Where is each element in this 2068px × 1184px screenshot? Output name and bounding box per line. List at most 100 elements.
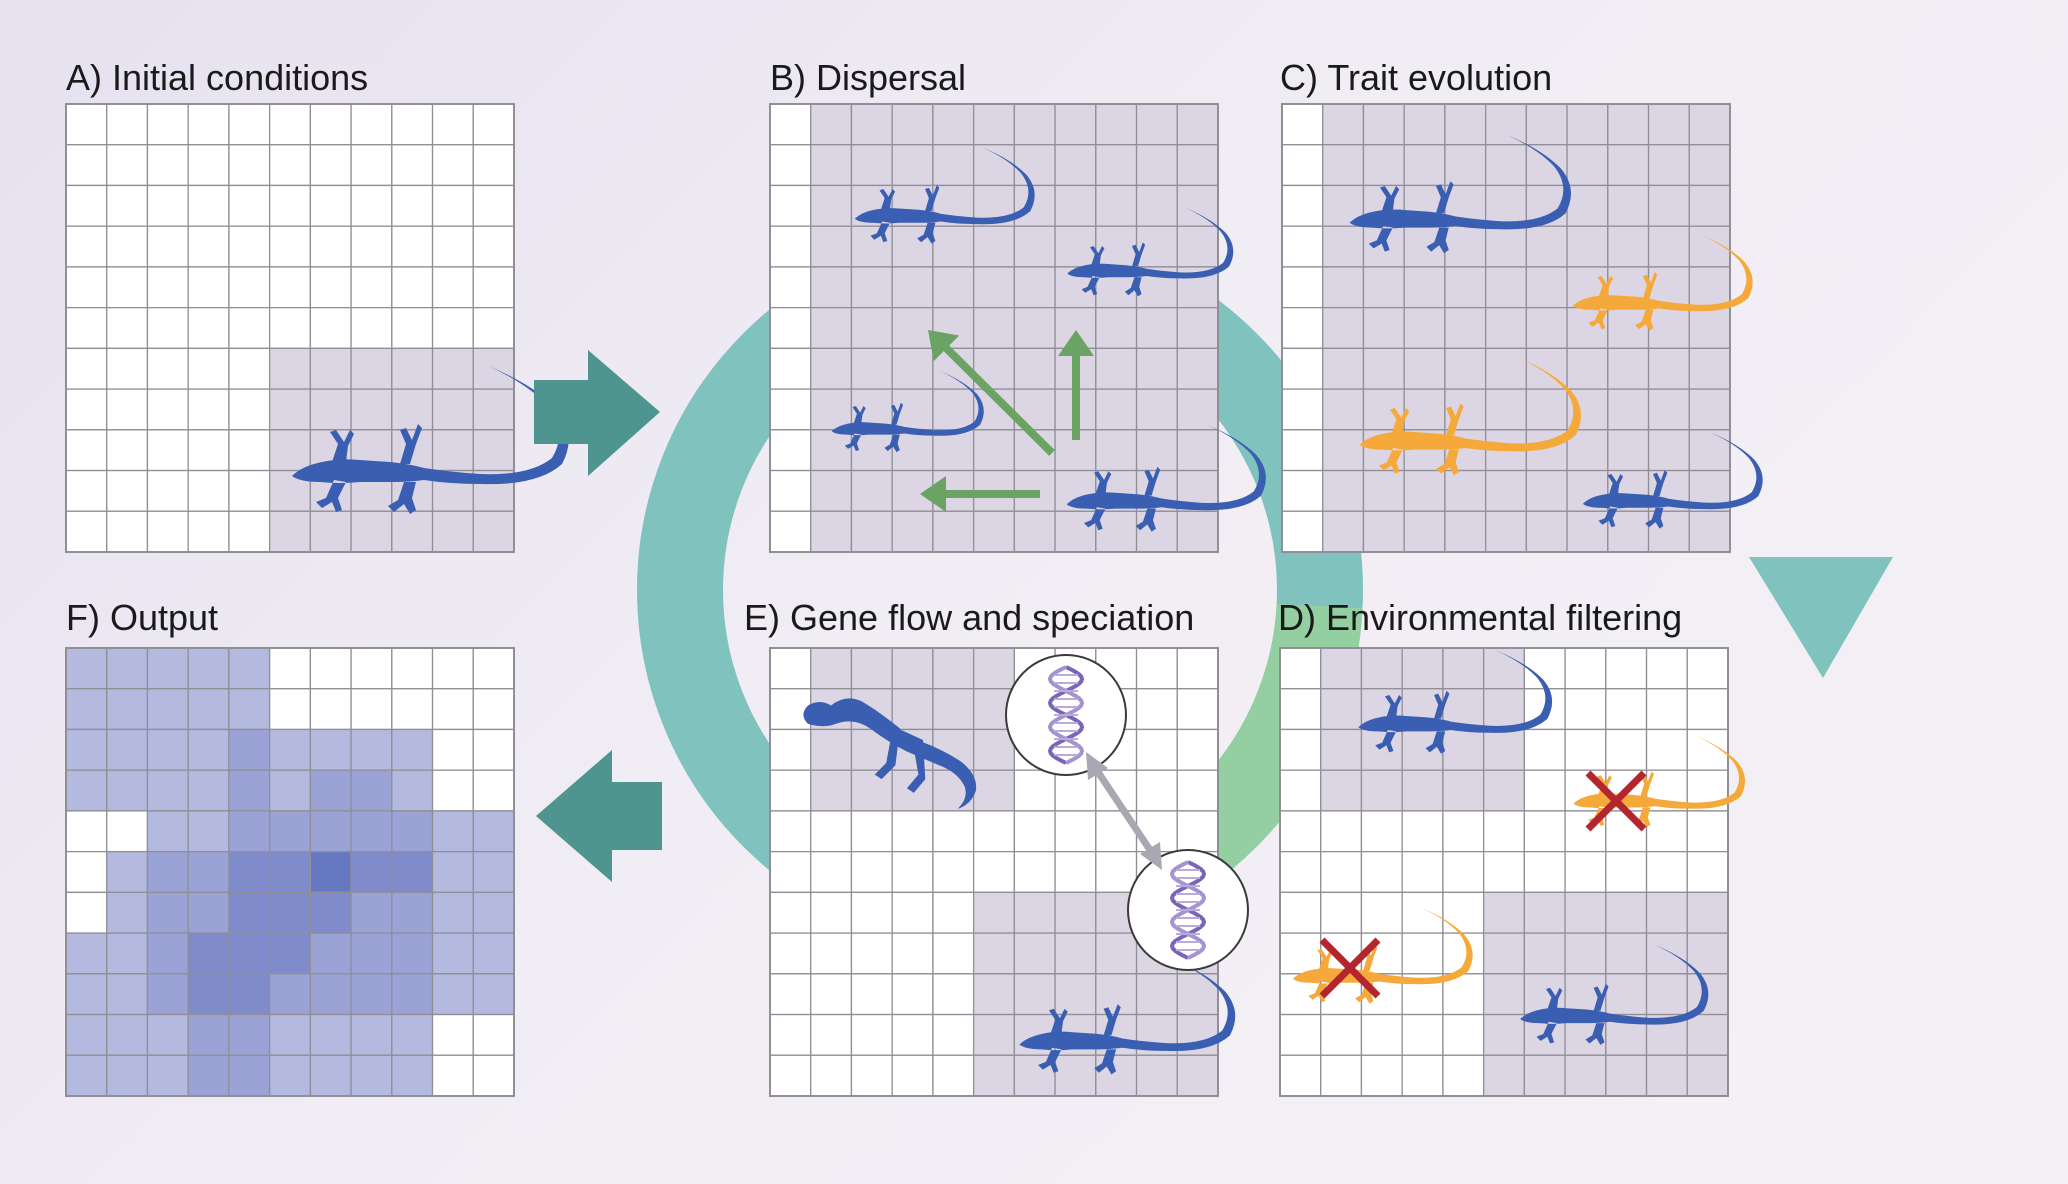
grid-cell [1645, 647, 1688, 690]
grid-cell [228, 306, 271, 350]
grid-cell [932, 1013, 975, 1056]
grid-border [769, 103, 1219, 553]
grid-cell [1360, 810, 1403, 853]
grid-border [1281, 103, 1731, 553]
grid-cell [1320, 1013, 1363, 1056]
grid-cell [1176, 225, 1219, 268]
grid-cell [1362, 347, 1405, 390]
grid-cell [146, 144, 189, 187]
grid-cell [769, 850, 812, 894]
grid-cell [391, 850, 434, 894]
dispersal-arrow-left [920, 476, 1040, 512]
grid-cell [1054, 510, 1097, 553]
grid-cell [1442, 891, 1485, 934]
grid-cell [972, 1054, 1016, 1097]
grid-cell [106, 891, 149, 934]
grid-cell [1401, 769, 1444, 812]
grid-cell [1523, 1054, 1566, 1097]
grid-cell [146, 1013, 189, 1056]
grid-cell [1135, 103, 1178, 146]
grid-cell [228, 184, 271, 227]
grid-cell [1566, 510, 1609, 553]
grid-cell [65, 510, 108, 553]
grid-cell [1135, 510, 1178, 553]
grid-cell [431, 388, 474, 431]
grid-cell [1523, 850, 1566, 894]
grid-cell [106, 429, 149, 472]
grid-cell [1095, 932, 1138, 975]
grid-cell [391, 388, 434, 431]
grid-cell [106, 306, 149, 350]
grid-cell [1322, 266, 1365, 309]
grid-cell [1403, 144, 1446, 187]
grid-cell [106, 225, 149, 268]
grid-cell [1442, 728, 1485, 771]
grid-cell [1566, 103, 1609, 146]
grid-cell [850, 647, 893, 690]
grid-cell [65, 647, 108, 690]
grid-cell [850, 510, 893, 553]
grid-cell [65, 103, 108, 146]
grid-cell [1176, 184, 1219, 227]
cycle-arrowhead [1749, 557, 1893, 678]
grid-cell [1095, 184, 1138, 227]
grid-cell [146, 647, 189, 690]
grid-cell [1484, 510, 1528, 553]
grid-cell [1647, 144, 1690, 187]
grid-cell [65, 769, 108, 812]
grid-cell [1525, 266, 1568, 309]
grid-cell [1135, 688, 1178, 731]
grid-cell [309, 850, 352, 894]
grid-cell [472, 810, 515, 853]
grid-cell [472, 1013, 515, 1056]
grid-cell [1135, 306, 1178, 350]
grid-cell [187, 225, 230, 268]
grid-cell [850, 932, 893, 975]
grid-cell [309, 932, 352, 975]
grid-cell [391, 1013, 434, 1056]
grid-cell [1525, 144, 1568, 187]
grid-cell [187, 1013, 230, 1056]
grid-cell [146, 1054, 189, 1097]
grid-cell [1444, 266, 1487, 309]
grid-cell [1360, 891, 1403, 934]
grid-cell [309, 144, 352, 187]
grid-cell [1013, 306, 1056, 350]
grid-cell [1525, 388, 1568, 431]
grid-cell [431, 103, 474, 146]
grid-cell [65, 1054, 108, 1097]
grid-cell [1176, 728, 1219, 771]
grid-cell [1013, 850, 1056, 894]
grid-cell [850, 850, 893, 894]
grid-cell [891, 688, 934, 731]
grid-cell [1688, 306, 1731, 350]
grid-cell [146, 469, 189, 512]
grid-cell [1523, 932, 1566, 975]
grid-cell [850, 891, 893, 934]
grid-cell [1645, 810, 1688, 853]
grid-cell [1360, 769, 1403, 812]
grid-cell [972, 103, 1016, 146]
grid-cell [1095, 429, 1138, 472]
grid-cell [268, 891, 312, 934]
grid-cell [472, 388, 515, 431]
grid-cell [769, 103, 812, 146]
panel-title-a: A) Initial conditions [66, 57, 369, 98]
grid-cell [810, 429, 853, 472]
grid-cell [1645, 1054, 1688, 1097]
grid-cell [1686, 891, 1729, 934]
grid-cell [1688, 103, 1731, 146]
grid-cell [769, 306, 812, 350]
grid-cell [65, 266, 108, 309]
grid-cell [391, 647, 434, 690]
grid-cell [972, 769, 1016, 812]
grid-cell [1442, 850, 1485, 894]
grid-cell [810, 469, 853, 512]
grid-cell [1360, 647, 1403, 690]
grid-cell [1607, 388, 1650, 431]
grid-cell [1444, 469, 1487, 512]
grid-cell [1095, 144, 1138, 187]
grid-cell [106, 850, 149, 894]
grid-cell [1281, 144, 1324, 187]
grid-cell [268, 647, 312, 690]
